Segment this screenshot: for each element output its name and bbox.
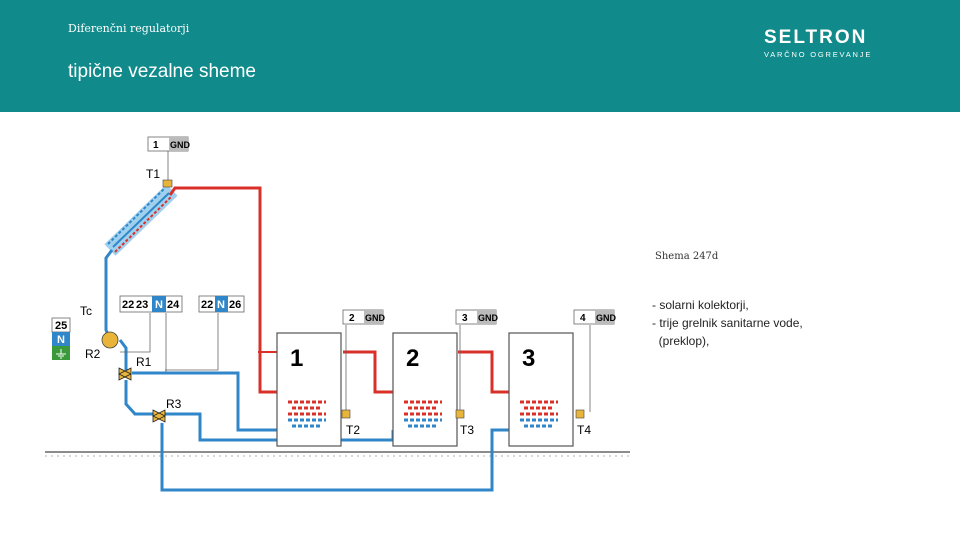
t1-terminal-gnd: GND — [170, 140, 191, 150]
supertitle: Diferenčni regulatorji — [68, 22, 190, 35]
sensor-t4-label: T4 — [577, 423, 591, 437]
t2-terminal-gnd: GND — [365, 313, 386, 323]
left-terminal-25: 25 — [55, 320, 67, 332]
description-line: - solarni kolektorji, — [652, 298, 749, 312]
tanks: 1 2 3 — [276, 332, 574, 447]
tank-1-label: 1 — [290, 345, 303, 372]
logo-main-text: SELTRON — [764, 27, 868, 48]
sensor-wires — [120, 150, 591, 412]
tank-3-label: 3 — [522, 345, 535, 372]
relay-r3-label: R3 — [166, 397, 182, 411]
terminal-t3: 3 GND — [455, 309, 499, 325]
header-bar: Diferenčni regulatorji tipične vezalne s… — [0, 0, 960, 112]
terminal-left: 25 N — [51, 317, 71, 360]
terminal-pump: 22 23 N 24 — [119, 295, 183, 313]
terminal-t4: 4 GND — [573, 309, 617, 325]
sensor-tc-label: Tc — [80, 304, 92, 318]
sensor-t2-label: T2 — [346, 423, 360, 437]
t3-terminal-gnd: GND — [478, 313, 499, 323]
hot-pipes — [168, 186, 509, 394]
pump-and-valves: R2 R1 R3 — [85, 331, 182, 423]
description-line: - trije grelnik sanitarne vode, — [652, 316, 803, 330]
t4-terminal-num: 4 — [580, 313, 586, 324]
logo-sub-text: VARČNO OGREVANJE — [764, 50, 873, 59]
description: - solarni kolektorji, - trije grelnik sa… — [652, 296, 803, 350]
sensor-t1-label: T1 — [146, 167, 160, 181]
valve-terminal-26: 26 — [229, 299, 241, 311]
valve-terminal-n: N — [217, 299, 225, 311]
scheme-label: Shema 247d — [655, 251, 719, 262]
t4-terminal-gnd: GND — [596, 313, 617, 323]
seltron-logo: SELTRON VARČNO OGREVANJE — [764, 27, 873, 60]
t3-terminal-num: 3 — [462, 313, 468, 324]
terminal-t2: 2 GND — [342, 309, 386, 325]
t2-terminal-num: 2 — [349, 313, 355, 324]
sensors: T1 T2 T3 T4 Tc — [80, 167, 591, 437]
pump-terminal-22: 22 — [122, 299, 134, 311]
t1-terminal-num: 1 — [153, 140, 159, 151]
description-line: (preklop), — [652, 334, 710, 348]
ground — [45, 451, 630, 457]
sensor-t3-label: T3 — [460, 423, 474, 437]
cold-pipes — [104, 249, 509, 492]
terminal-t1: 1 GND — [147, 136, 191, 152]
relay-r1-label: R1 — [136, 355, 152, 369]
solar-collector — [104, 184, 178, 256]
pump-terminal-n: N — [155, 299, 163, 311]
ground-icon — [56, 349, 66, 359]
valve-terminal-22: 22 — [201, 299, 213, 311]
relay-r2-label: R2 — [85, 347, 101, 361]
page-title: tipične vezalne sheme — [68, 61, 256, 82]
terminal-valve: 22 N 26 — [198, 295, 245, 313]
pump-terminal-24: 24 — [167, 299, 180, 311]
tank-2-label: 2 — [406, 345, 419, 372]
pump-terminal-23: 23 — [136, 299, 148, 311]
left-terminal-n: N — [57, 334, 65, 346]
